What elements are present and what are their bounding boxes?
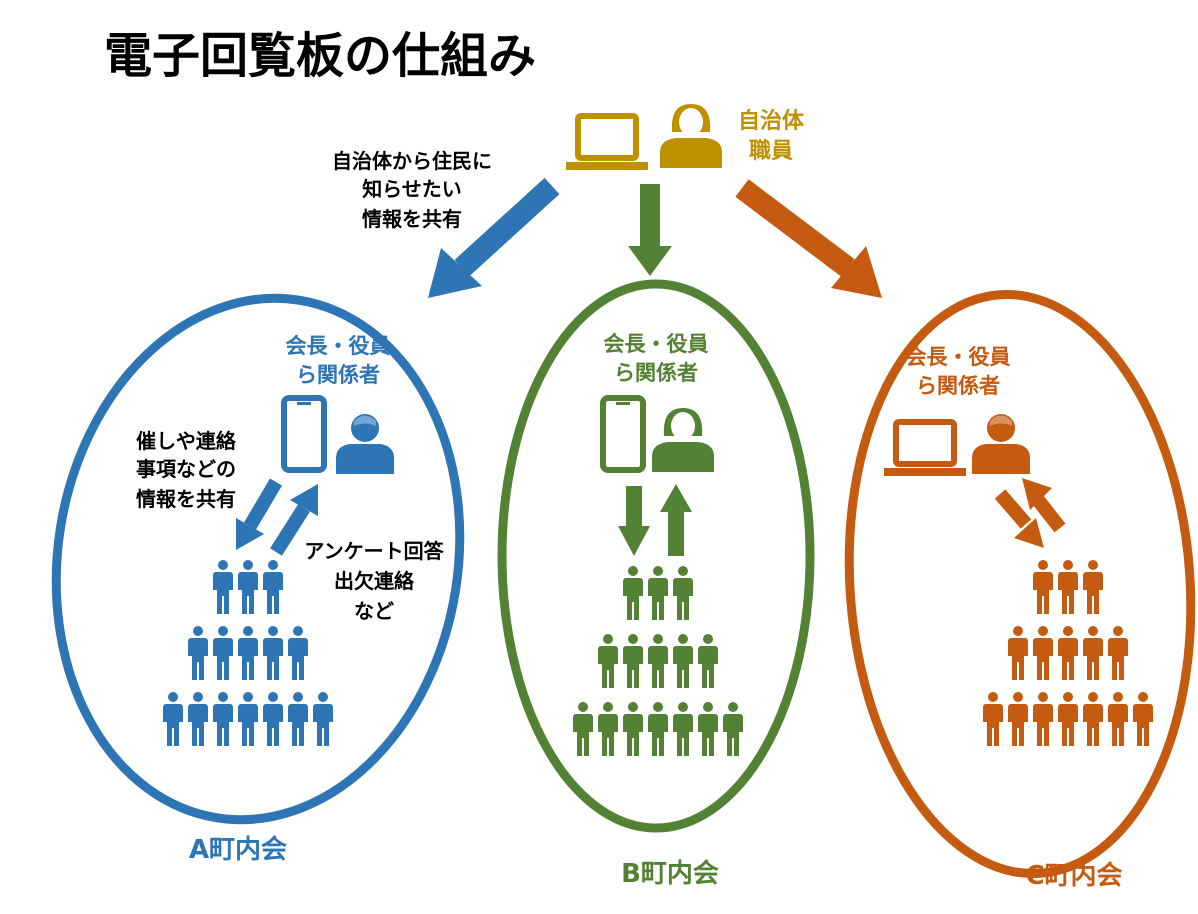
resident-figure-icon — [673, 634, 693, 688]
association-a-name: A町内会 — [189, 835, 287, 865]
resident-figure-icon — [288, 626, 308, 680]
resident-figure-icon — [623, 566, 643, 620]
resident-figure-icon — [313, 692, 333, 746]
association-a-officer-icon — [336, 414, 394, 474]
association-b-officer-line2: ら関係者 — [614, 361, 698, 385]
resident-figure-icon — [238, 560, 258, 614]
municipality-laptop-icon — [566, 116, 648, 170]
resident-figure-icon — [1083, 626, 1103, 680]
arrow-to-a — [428, 177, 560, 298]
resident-figure-icon — [1033, 626, 1053, 680]
association-c-officer-line1: 会長・役員 — [906, 345, 1011, 369]
resident-figure-icon — [1108, 692, 1128, 746]
resident-figure-icon — [288, 692, 308, 746]
resident-figure-icon — [723, 702, 743, 756]
resident-figure-icon — [1083, 692, 1103, 746]
resident-figure-icon — [1033, 692, 1053, 746]
association-b-up-arrow — [660, 484, 692, 556]
resident-figure-icon — [213, 692, 233, 746]
municipality-label-line1: 自治体 — [738, 108, 805, 134]
resident-figure-icon — [648, 566, 668, 620]
resident-figure-icon — [673, 702, 693, 756]
resident-figure-icon — [623, 634, 643, 688]
resident-figure-icon — [213, 626, 233, 680]
resident-figure-icon — [1008, 626, 1028, 680]
association-b-down-arrow — [618, 486, 650, 556]
association-b-residents — [573, 566, 743, 756]
resident-figure-icon — [1058, 692, 1078, 746]
resident-figure-icon — [673, 566, 693, 620]
top-note-line2: 知らせたい — [362, 177, 462, 201]
resident-figure-icon — [573, 702, 593, 756]
municipality-staff-icon — [660, 104, 722, 168]
association-a-up-note-line1: アンケート回答 — [304, 539, 444, 563]
resident-figure-icon — [263, 626, 283, 680]
resident-figure-icon — [163, 692, 183, 746]
association-c-up-arrow — [1022, 478, 1066, 533]
association-c-laptop-icon — [884, 422, 966, 476]
association-a-up-note-line2: 出欠連絡 — [334, 569, 415, 593]
association-a-officer-line2: ら関係者 — [296, 363, 380, 387]
resident-figure-icon — [238, 626, 258, 680]
association-a-residents — [163, 560, 333, 746]
resident-figure-icon — [1058, 626, 1078, 680]
association-a-down-note-line2: 事項などの — [136, 457, 236, 481]
association-c-officer-line2: ら関係者 — [916, 374, 1000, 398]
association-b-boundary — [497, 279, 815, 833]
resident-figure-icon — [1033, 560, 1053, 614]
association-b-officer-line1: 会長・役員 — [604, 332, 709, 356]
resident-figure-icon — [263, 692, 283, 746]
association-c-down-arrow — [994, 489, 1044, 548]
association-a-down-note-line1: 催しや連絡 — [136, 429, 237, 453]
top-note-line1: 自治体から住民に — [332, 149, 492, 173]
municipality-label-line2: 職員 — [749, 138, 793, 164]
association-c-boundary — [844, 289, 1196, 879]
resident-figure-icon — [698, 634, 718, 688]
association-c-name: C町内会 — [1025, 861, 1122, 891]
association-a-down-note-line3: 情報を共有 — [136, 487, 236, 511]
resident-figure-icon — [623, 702, 643, 756]
resident-figure-icon — [598, 634, 618, 688]
resident-figure-icon — [1058, 560, 1078, 614]
association-c-officer-icon — [972, 414, 1030, 474]
resident-figure-icon — [598, 702, 618, 756]
resident-figure-icon — [1083, 560, 1103, 614]
resident-figure-icon — [1133, 692, 1153, 746]
resident-figure-icon — [1108, 626, 1128, 680]
association-c-residents — [983, 560, 1153, 746]
association-a-boundary — [51, 293, 465, 825]
resident-figure-icon — [698, 702, 718, 756]
arrow-to-c — [735, 179, 882, 298]
page-title: 電子回覧板の仕組み — [104, 28, 536, 84]
resident-figure-icon — [238, 692, 258, 746]
association-b-officer-icon — [652, 408, 714, 472]
resident-figure-icon — [648, 634, 668, 688]
association-a-officer-line1: 会長・役員 — [286, 334, 391, 358]
association-a-down-arrow — [236, 478, 283, 550]
association-a-smartphone-icon — [284, 398, 324, 470]
resident-figure-icon — [213, 560, 233, 614]
resident-figure-icon — [188, 626, 208, 680]
resident-figure-icon — [263, 560, 283, 614]
association-a-up-note-line3: など — [354, 599, 394, 623]
association-a-up-arrow — [270, 484, 318, 556]
resident-figure-icon — [983, 692, 1003, 746]
arrow-to-b — [628, 184, 672, 276]
top-note-line3: 情報を共有 — [362, 207, 462, 231]
association-b-name: B町内会 — [621, 859, 719, 889]
resident-figure-icon — [188, 692, 208, 746]
resident-figure-icon — [1008, 692, 1028, 746]
resident-figure-icon — [648, 702, 668, 756]
association-b-smartphone-icon — [603, 398, 643, 470]
